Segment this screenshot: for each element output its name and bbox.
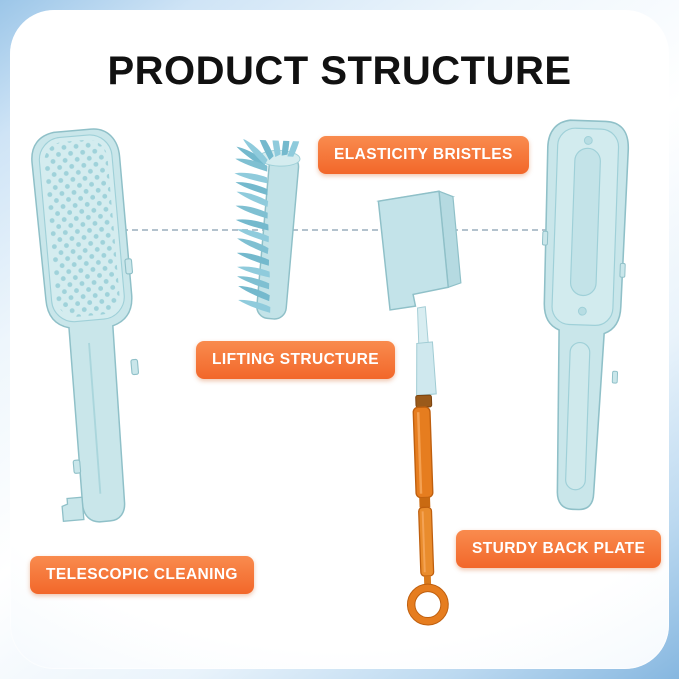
callout-lifting-structure: LIFTING STRUCTURE <box>196 341 395 379</box>
plate-center-slot <box>569 147 601 297</box>
alignment-dashed-line <box>92 229 588 231</box>
lifting-mechanism <box>376 190 462 626</box>
back-plate-illustration <box>541 119 630 511</box>
brush-silhouette <box>31 128 140 523</box>
plate-handle-channel <box>565 341 591 491</box>
handle-seam <box>88 342 102 494</box>
orange-telescopic-rod <box>406 406 449 626</box>
bristle-pad <box>232 138 302 320</box>
callout-sturdy-back-plate: STURDY BACK PLATE <box>456 530 662 568</box>
callout-telescopic-cleaning: TELESCOPIC CLEANING <box>30 556 254 594</box>
rod-joint <box>415 394 433 408</box>
brush-perforations <box>44 139 120 317</box>
bristle-pad-illustration <box>232 138 302 320</box>
brush-body-illustration <box>31 128 140 523</box>
back-plate <box>541 119 630 511</box>
telescopic-rod-illustration <box>376 190 462 626</box>
page-title: PRODUCT STRUCTURE <box>107 48 572 93</box>
mechanism-block <box>377 190 450 311</box>
callout-elasticity-bristles: ELASTICITY BRISTLES <box>318 136 529 174</box>
pull-ring <box>407 584 449 625</box>
